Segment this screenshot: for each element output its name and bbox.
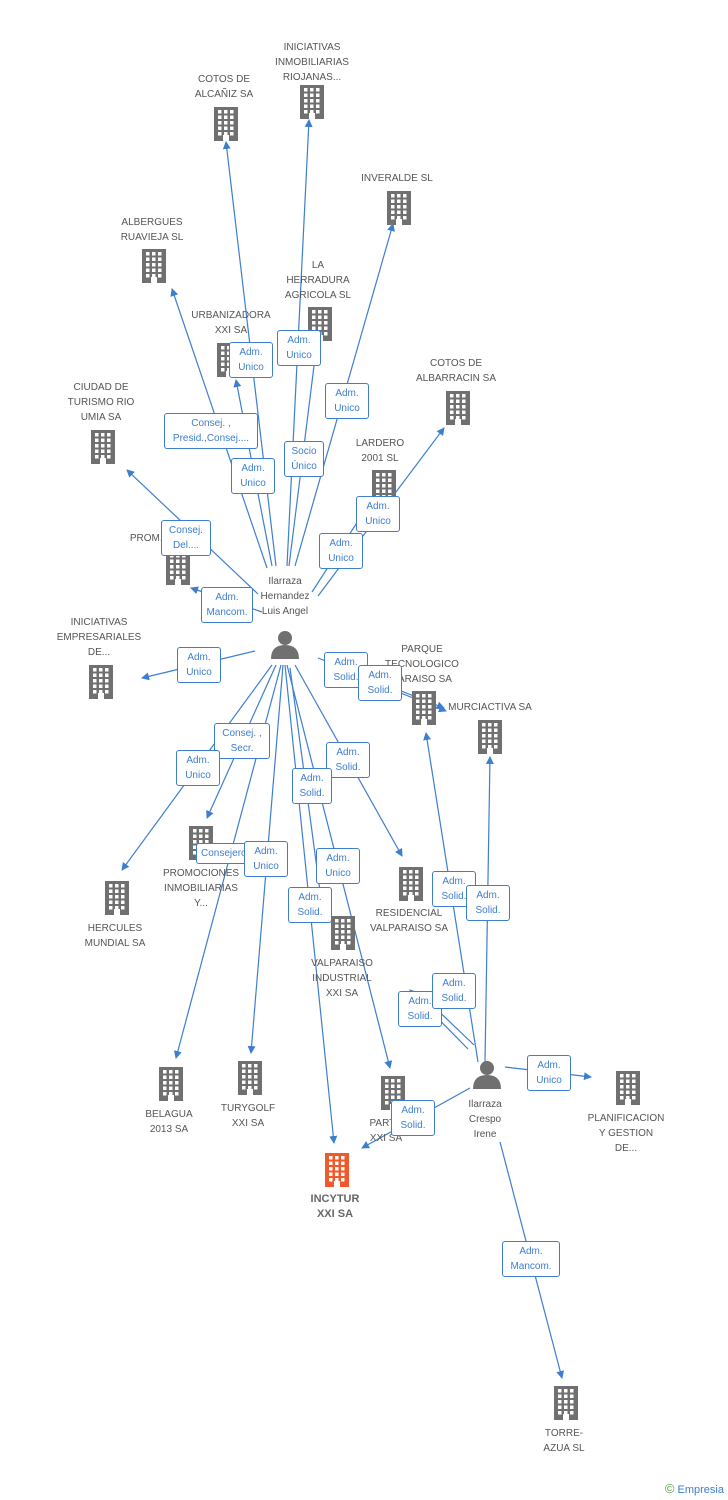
relation-label[interactable]: Adm. Unico [316, 848, 360, 884]
relation-label[interactable]: Adm. Solid. [432, 973, 476, 1009]
copyright-icon: © [664, 1481, 675, 1496]
company-label-part[interactable]: PART... XXI SA [369, 1118, 403, 1144]
relation-label[interactable]: Adm. Unico [527, 1055, 571, 1091]
relation-label[interactable]: Adm. Unico [229, 342, 273, 378]
company-label-cotos_albarracin[interactable]: COTOS DE ALBARRACIN SA [415, 358, 497, 384]
company-label-iniciativas_empresariales[interactable]: INICIATIVAS EMPRESARIALES DE... [56, 617, 142, 658]
relation-label[interactable]: Adm. Solid. [326, 742, 370, 778]
company-label-hercules[interactable]: HERCULES MUNDIAL SA [84, 923, 146, 949]
relation-label[interactable]: Adm. Unico [244, 841, 288, 877]
relation-label[interactable]: Adm. Unico [176, 750, 220, 786]
company-label-lardero[interactable]: LARDERO 2001 SL [355, 438, 405, 464]
person-icon[interactable] [473, 1061, 501, 1089]
building-icon[interactable] [616, 1071, 640, 1105]
building-icon[interactable] [91, 430, 115, 464]
relation-label[interactable]: Consejero [196, 843, 252, 864]
building-icon[interactable] [300, 85, 324, 119]
company-label-iniciativas_riojanas[interactable]: INICIATIVAS INMOBILIARIAS RIOJANAS... [275, 42, 349, 83]
company-label-planificacion[interactable]: PLANIFICACION Y GESTION DE... [587, 1113, 665, 1154]
building-icon[interactable] [214, 107, 238, 141]
relation-label[interactable]: Consej. , Secr. [214, 723, 270, 759]
building-icon[interactable] [331, 916, 355, 950]
company-label-promociones_inmob[interactable]: PROMOCIONES INMOBILIARIAS Y... [162, 868, 240, 909]
building-icon[interactable] [238, 1061, 262, 1095]
relation-label[interactable]: Adm. Unico [177, 647, 221, 683]
company-label-parque_tecnologico[interactable]: PARQUE TECNOLOGICO PARAISO SA [385, 644, 459, 685]
building-icon[interactable] [387, 191, 411, 225]
relation-label[interactable]: Adm. Unico [325, 383, 369, 419]
relation-label[interactable]: Consej. , Presid.,Consej.... [164, 413, 258, 449]
relation-label[interactable]: Adm. Unico [231, 458, 275, 494]
company-label-belagua[interactable]: BELAGUA 2013 SA [145, 1109, 193, 1135]
company-label-la_herradura[interactable]: LA HERRADURA AGRICOLA SL [284, 260, 352, 301]
building-icon[interactable] [325, 1153, 349, 1187]
person-label-luis[interactable]: Ilarraza Hernandez Luis Angel [260, 576, 310, 617]
company-label-torre_azua[interactable]: TORRE- AZUA SL [543, 1428, 585, 1454]
company-label-albergues[interactable]: ALBERGUES RUAVIEJA SL [120, 217, 184, 243]
relation-label[interactable]: Socio Único [284, 441, 324, 477]
company-label-incytur[interactable]: INCYTUR XXI SA [310, 1193, 360, 1220]
company-label-cotos_alcaniz[interactable]: COTOS DE ALCAÑIZ SA [194, 74, 254, 100]
person-label-irene[interactable]: Ilarraza Crespo Irene [468, 1099, 502, 1140]
company-label-residencial[interactable]: RESIDENCIAL VALPARAISO SA [370, 908, 448, 934]
company-label-murciactiva[interactable]: MURCIACTIVA SA [448, 702, 532, 713]
relation-label[interactable]: Adm. Solid. [466, 885, 510, 921]
building-icon[interactable] [412, 691, 436, 725]
building-icon[interactable] [105, 881, 129, 915]
company-label-prom_top[interactable]: PROM... [129, 533, 169, 544]
relation-label[interactable]: Adm. Mancom. [201, 587, 253, 623]
relation-label[interactable]: Adm. Unico [277, 330, 321, 366]
building-icon[interactable] [554, 1386, 578, 1420]
relation-label[interactable]: Adm. Solid. [391, 1100, 435, 1136]
person-icon[interactable] [271, 631, 299, 659]
empresia-credit[interactable]: © Empresia [665, 1481, 724, 1496]
brand-name: Empresia [677, 1484, 724, 1496]
building-icon[interactable] [166, 551, 190, 585]
building-icon[interactable] [159, 1067, 183, 1101]
relation-label[interactable]: Adm. Mancom. [502, 1241, 560, 1277]
relation-label[interactable]: Adm. Unico [319, 533, 363, 569]
company-label-ciudad_turismo[interactable]: CIUDAD DE TURISMO RIO UMIA SA [67, 382, 135, 423]
company-label-inveralde[interactable]: INVERALDE SL [361, 173, 433, 184]
building-icon[interactable] [89, 665, 113, 699]
relation-label[interactable]: Adm. Unico [356, 496, 400, 532]
building-icon[interactable] [478, 720, 502, 754]
building-icon[interactable] [142, 249, 166, 283]
relation-label[interactable]: Adm. Solid. [358, 665, 402, 701]
company-label-urbanizadora[interactable]: URBANIZADORA XXI SA [191, 310, 271, 336]
relation-label[interactable]: Consej. Del.... [161, 520, 211, 556]
building-icon[interactable] [446, 391, 470, 425]
building-icon[interactable] [399, 867, 423, 901]
relation-label[interactable]: Adm. Solid. [292, 768, 332, 804]
company-label-valparaiso_ind[interactable]: VALPARAISO INDUSTRIAL XXI SA [311, 958, 373, 999]
relation-label[interactable]: Adm. Solid. [288, 887, 332, 923]
company-label-turygolf[interactable]: TURYGOLF XXI SA [220, 1103, 276, 1129]
